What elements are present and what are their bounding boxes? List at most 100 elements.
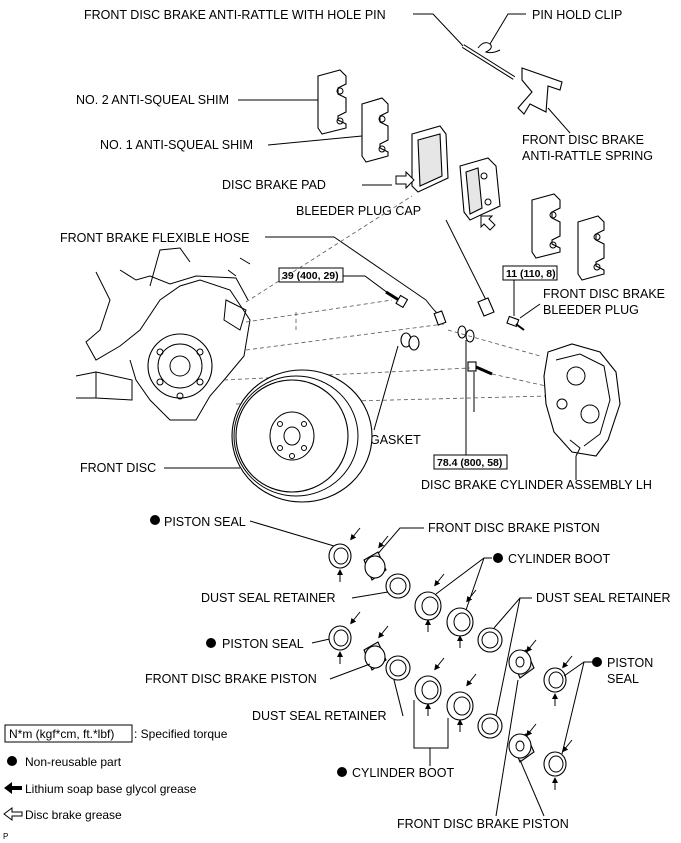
lithium-grease-arrow-icon [434,573,445,587]
label-dust-seal-retainer-c: DUST SEAL RETAINER [536,591,671,605]
leader-bleeder-plug-cap [445,219,487,301]
bleeder-plug-cap [477,297,495,317]
assembly-guide-lines [223,195,549,405]
non-reusable-dot-icon [337,767,347,777]
label-cylinder-assembly: DISC BRAKE CYLINDER ASSEMBLY LH [421,478,652,492]
leader-piston-seal-c1 [563,661,592,677]
torque-box-bleeder [502,265,558,281]
dust-seal-retainer-c1 [477,627,503,653]
torque-hose: 39 (400, 29) [282,270,339,282]
disc-grease-arrow-icon [480,215,496,231]
torque-bleeder: 11 (110, 8) [506,268,556,280]
disc-grease-arrow-icon [395,170,415,190]
leader-cylinder-boot-a2 [465,557,485,611]
lithium-grease-arrow-icon [378,535,389,549]
non-reusable-dot-icon [206,638,216,648]
disc-brake-pad-outer [459,157,501,221]
leader-cylinder-boot-b [413,700,449,749]
label-anti-rattle-spring-1: FRONT DISC BRAKE [522,133,644,147]
label-disc-brake-pad: DISC BRAKE PAD [222,178,326,192]
leader-no1-shim [267,135,363,146]
torque-box-hose [278,267,344,283]
lithium-grease-arrow-icon [562,739,573,753]
dust-seal-retainer-c2 [477,713,503,739]
leader-front-piston-c1 [495,679,519,817]
label-front-piston-a: FRONT DISC BRAKE PISTON [428,521,600,535]
steering-knuckle-hub [75,247,251,421]
dust-seal-retainer-a-part [385,573,411,599]
cylinder-bolt [467,361,493,376]
gasket-small [457,325,475,343]
cylinder-boot-b2 [446,691,474,721]
torque-box-cylinder [433,454,508,470]
label-dust-seal-retainer-a: DUST SEAL RETAINER [201,591,336,605]
lithium-grease-arrow-icon [378,625,389,639]
label-front-piston-b: FRONT DISC BRAKE PISTON [145,672,317,686]
label-gasket: GASKET [370,433,421,447]
leader-front-piston-b [329,663,371,680]
label-no1-shim: NO. 1 ANTI-SQUEAL SHIM [100,138,253,152]
piston-seal-a [328,543,352,569]
leader-anti-rattle-spring [547,107,571,134]
lithium-grease-arrow-icon [562,655,573,669]
leader-flexible-hose [265,236,427,301]
legend-disc-grease-arrow-icon [3,807,23,821]
no2-anti-squeal-shim [317,69,347,135]
label-piston-seal-b: PISTON SEAL [222,637,304,651]
shim-right-upper [531,193,561,259]
lithium-grease-arrow-icon [466,589,477,603]
leader-dust-seal-retainer-c2 [495,597,521,717]
cylinder-boot-a1 [414,591,442,621]
label-dust-seal-retainer-b: DUST SEAL RETAINER [252,709,387,723]
label-bleeder-plug-2: BLEEDER PLUG [543,303,639,317]
disc-brake-cylinder-assembly [543,343,621,457]
cylinder-boot-b1 [414,675,442,705]
lithium-grease-arrow-icon [526,639,537,653]
non-reusable-dot-icon [493,553,503,563]
piston-seal-c1 [543,667,567,693]
label-pin-hold-clip: PIN HOLD CLIP [532,8,622,22]
leader-dust-seal-retainer-c1 [493,597,532,629]
non-reusable-dot-icon [150,515,160,525]
label-front-piston-c: FRONT DISC BRAKE PISTON [397,817,569,831]
anti-rattle-pin [461,44,516,80]
legend-disc-grease: Disc brake grease [25,808,122,822]
front-piston-a [363,551,387,581]
legend-lithium-arrow-icon [4,782,22,794]
label-piston-seal-c-2: SEAL [607,672,639,686]
no1-anti-squeal-shim [361,97,389,163]
leader-bleeder-plug [519,303,541,319]
front-piston-c2 [508,733,535,763]
lithium-grease-arrow-icon [350,611,361,625]
leader-dust-seal-retainer-a [351,591,389,599]
disc-brake-pad-inner [411,125,449,193]
label-flexible-hose: FRONT BRAKE FLEXIBLE HOSE [60,231,249,245]
label-cylinder-boot-b: CYLINDER BOOT [352,766,454,780]
lithium-grease-arrow-icon [434,657,445,671]
dust-seal-retainer-b-part [385,655,411,681]
label-front-disc: FRONT DISC [80,461,156,475]
leader-piston-seal-c2 [561,661,585,755]
legend-lithium-grease: Lithium soap base glycol grease [25,782,197,796]
bleeder-plug [506,315,525,331]
legend-non-reusable: Non-reusable part [25,755,122,769]
legend-torque-text: : Specified torque [134,727,228,741]
label-cylinder-boot-a: CYLINDER BOOT [508,552,610,566]
label-piston-seal-c-1: PISTON [607,656,653,670]
cylinder-boot-a2 [446,607,474,637]
anti-rattle-spring [517,67,563,115]
label-anti-rattle-pin: FRONT DISC BRAKE ANTI-RATTLE WITH HOLE P… [84,8,386,22]
torque-cylinder: 78.4 (800, 58) [437,457,502,469]
leader-cylinder-boot-a1 [435,557,492,595]
shim-right-lower [577,215,605,281]
pin-hold-clip [477,42,501,54]
piston-seal-b [328,625,352,651]
flexible-hose [425,299,447,326]
leader-dust-seal-retainer-b [393,679,404,717]
corner-mark: P [3,832,8,841]
front-piston-c1 [508,649,535,679]
front-piston-b [363,641,387,671]
non-reusable-dot-icon [592,657,602,667]
gasket-pair [400,332,420,351]
